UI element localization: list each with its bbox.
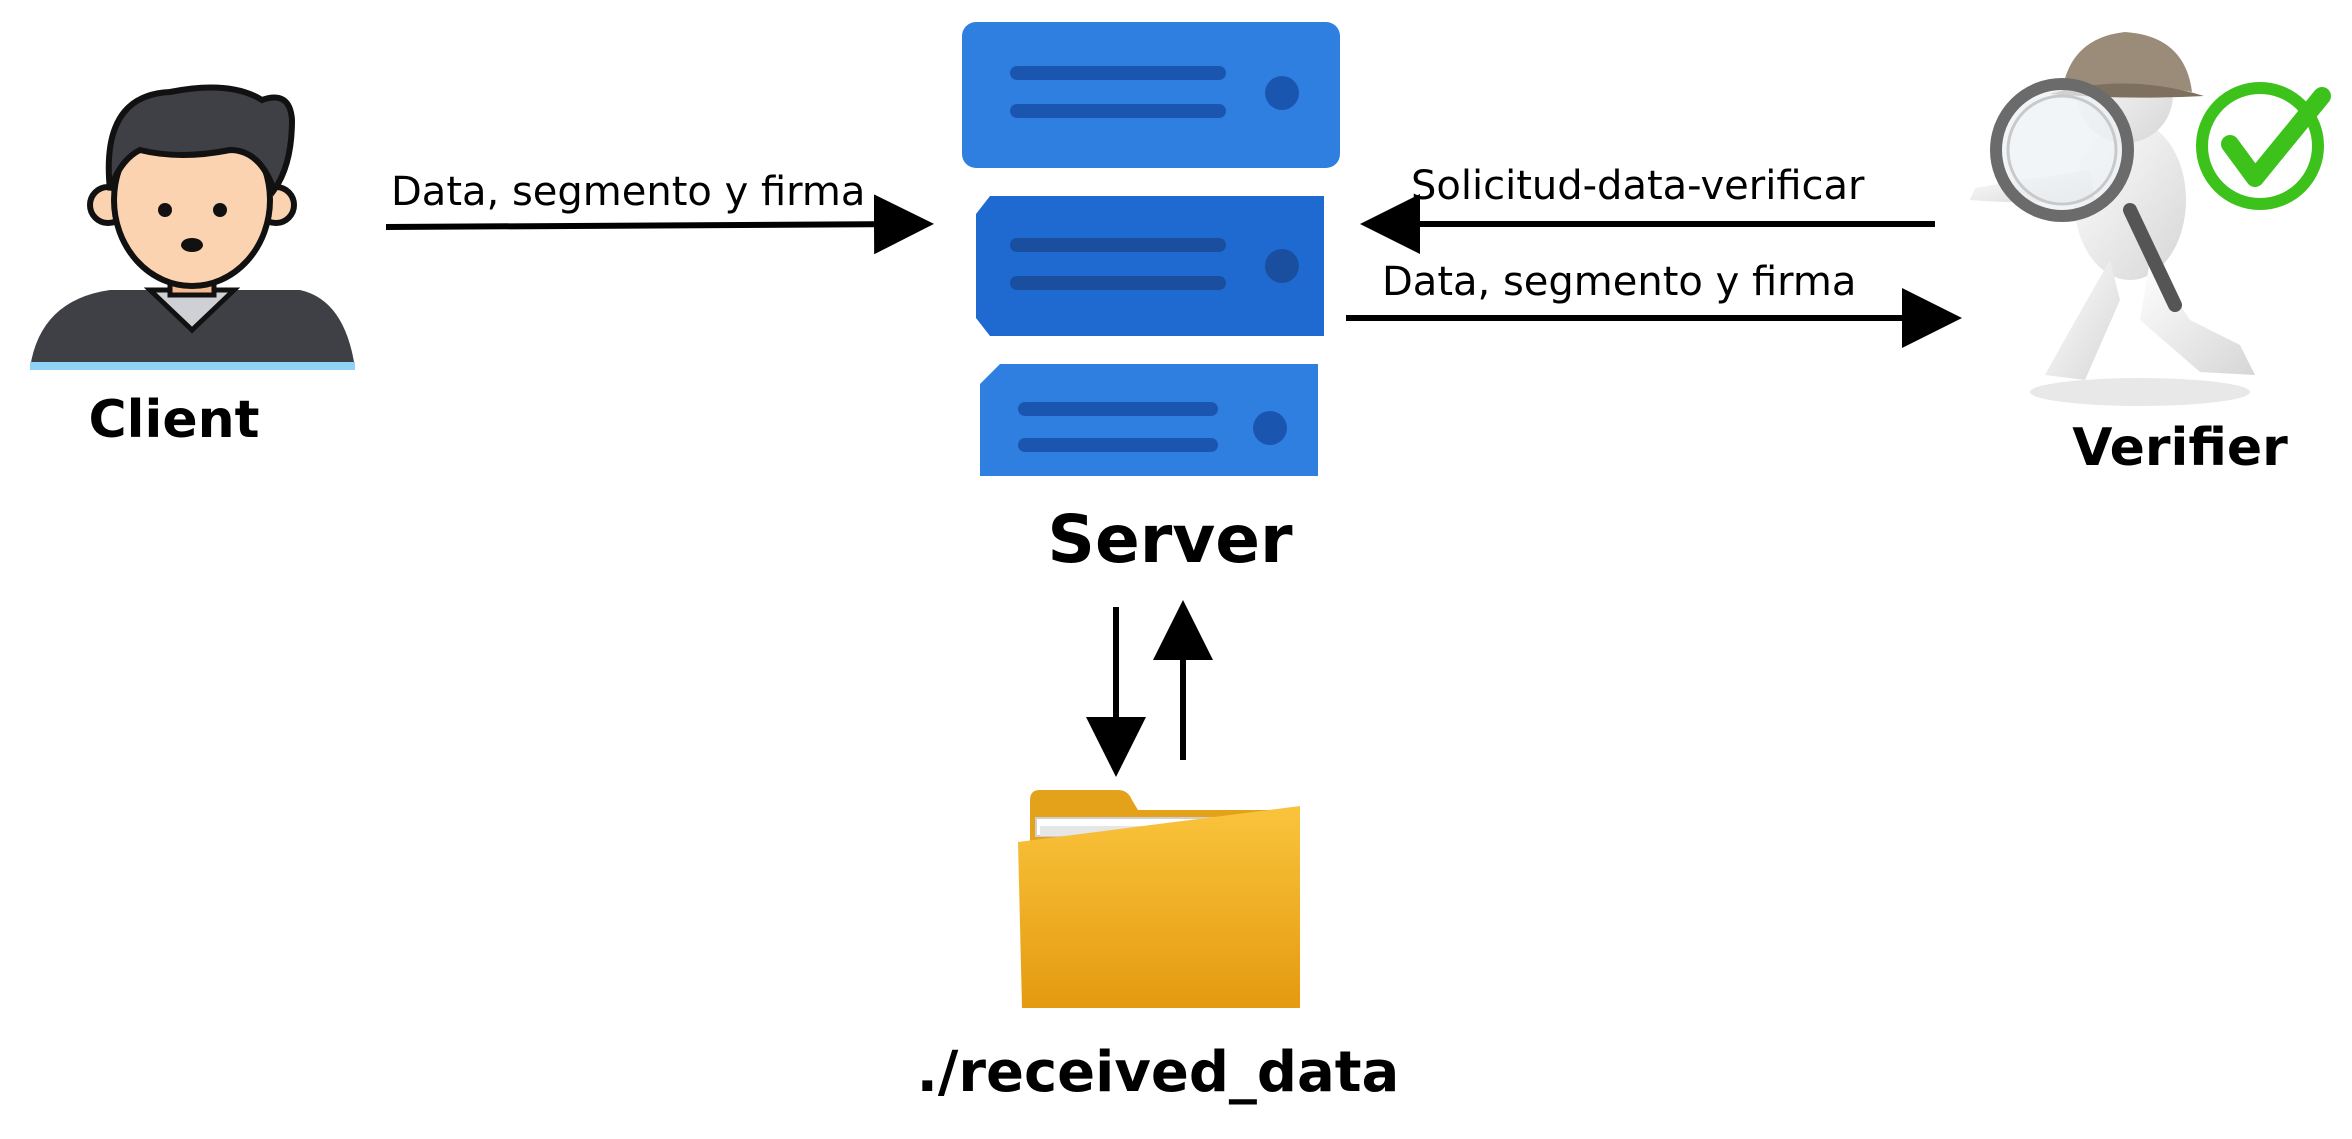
folder-icon xyxy=(1018,790,1300,1008)
server-to-verifier-label: Data, segmento y firma xyxy=(1382,259,1856,305)
storage-label: ./received_data xyxy=(917,1040,1400,1105)
client-label: Client xyxy=(89,390,260,450)
client-avatar-icon xyxy=(30,84,355,370)
server-label: Server xyxy=(1047,501,1293,578)
client-to-server-arrow xyxy=(385,194,934,255)
verifier-label: Verifier xyxy=(2072,418,2288,478)
verifier-to-server-label: Solicitud-data-verificar xyxy=(1411,163,1865,209)
server-rack-icon xyxy=(962,22,1340,476)
detective-magnifier-icon xyxy=(1970,32,2255,406)
client-to-server-label: Data, segmento y firma xyxy=(391,169,865,215)
green-checkmark-icon xyxy=(2196,82,2331,210)
